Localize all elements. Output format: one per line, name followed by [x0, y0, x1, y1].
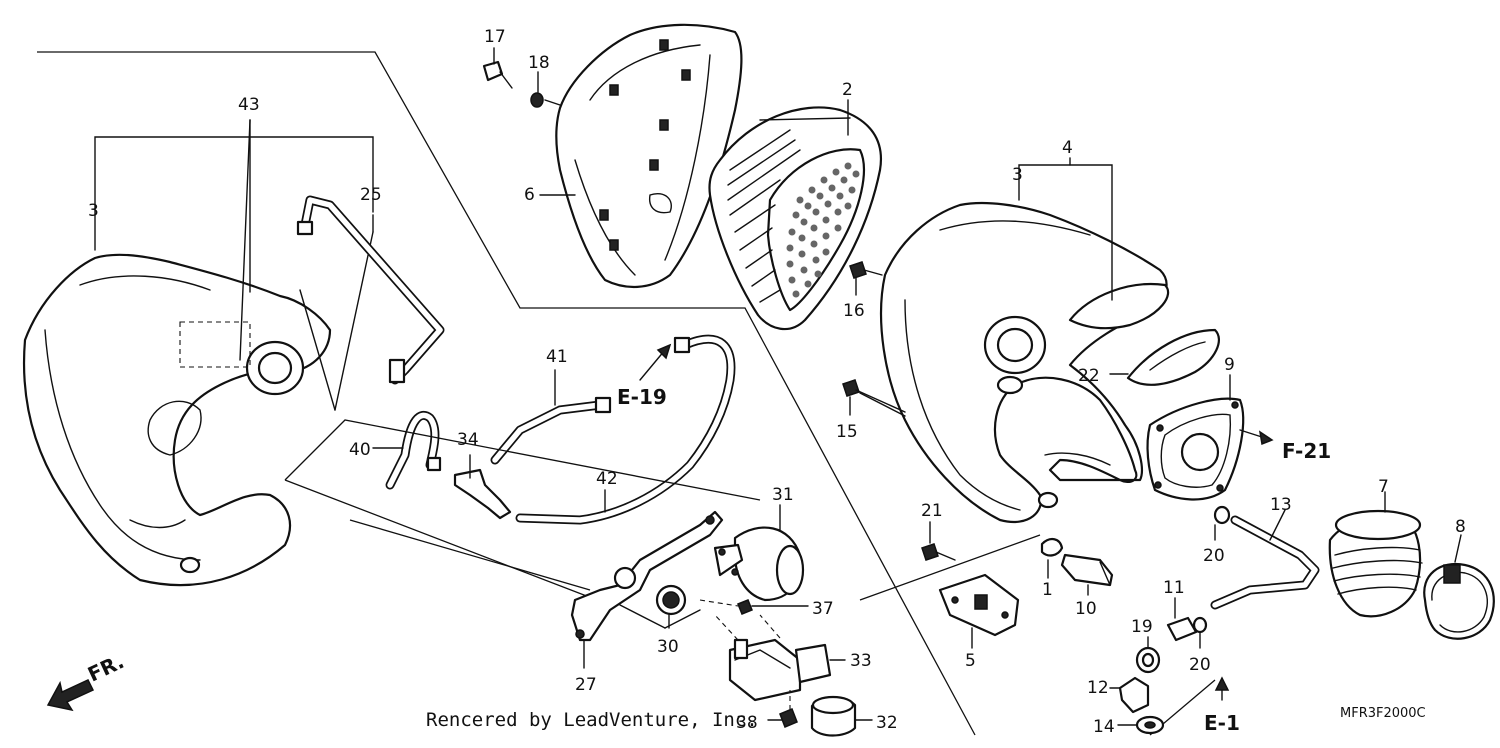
callout-label: 42 [596, 469, 618, 489]
callout-label: 14 [1093, 717, 1115, 737]
bolt-21: 21 [921, 501, 956, 561]
render-credit: Rencered by LeadVenture, Inc. [426, 709, 758, 731]
plate-9: 9 [1146, 355, 1245, 501]
callout-label: 8 [1455, 517, 1466, 537]
callout-label: 22 [1078, 366, 1100, 386]
callout-label: 27 [575, 675, 597, 695]
bolt-16: 16 [843, 261, 883, 321]
o-ring-19: 19 [1131, 617, 1161, 674]
filter-pleats [727, 117, 851, 303]
bracket-guides [284, 419, 761, 606]
bolt-17: 17 [482, 27, 513, 89]
tube-41-42: 41 42 [490, 334, 736, 525]
grommet-30: 30 [619, 584, 701, 657]
clip-14: 14 [1093, 715, 1165, 737]
diagram-code: MFR3F2000C [1340, 706, 1426, 721]
tube-13: 13 [1210, 495, 1320, 610]
bracket-27: 27 [570, 510, 724, 695]
callout-label: 31 [772, 485, 794, 505]
callout-label: 7 [1378, 477, 1389, 497]
callout-label: 20 [1189, 655, 1211, 675]
clamp-20-lower: 20 [1189, 616, 1211, 675]
callout-4: 4 3 [1012, 138, 1113, 301]
callout-label: 17 [484, 27, 506, 47]
callout-label: 34 [457, 430, 479, 450]
callout-label: 40 [349, 440, 371, 460]
cover-22: 22 [1078, 328, 1221, 386]
callout-2: 2 [842, 80, 853, 136]
callout-label: 9 [1224, 355, 1235, 375]
ref-e19: E-19 [617, 343, 672, 409]
solenoid-valve-31: 31 [713, 485, 805, 602]
callout-label: 30 [657, 637, 679, 657]
callout-label: 21 [921, 501, 943, 521]
left-air-cleaner-housing [22, 253, 332, 587]
callout-label: 12 [1087, 678, 1109, 698]
bolt-38: 38 [736, 690, 798, 733]
connecting-tube-7: 7 [1328, 477, 1423, 618]
callout-label: 18 [528, 53, 550, 73]
callout-label: 10 [1075, 599, 1097, 619]
callout-6: 6 [524, 185, 576, 205]
air-filter-element [708, 106, 883, 331]
cap-32: 32 [810, 695, 898, 737]
section-reference: F-21 [1282, 439, 1331, 463]
callout-label: 33 [850, 651, 872, 671]
callout-label: 20 [1203, 546, 1225, 566]
duct-10: 10 [1060, 553, 1114, 619]
tube-40: 40 [349, 411, 442, 490]
svg-text:FR.: FR. [84, 649, 128, 686]
clip-1: 1 [1040, 538, 1064, 600]
callout-label: 11 [1163, 578, 1185, 598]
callout-label: 41 [546, 347, 568, 367]
breather-tube [296, 195, 445, 385]
fitting-11: 11 [1163, 578, 1198, 642]
ref-e1: E-1 [1204, 676, 1240, 735]
callout-label: 5 [965, 651, 976, 671]
bolt-37: 37 [699, 599, 834, 619]
section-reference: E-1 [1204, 711, 1240, 735]
callout-label: 38 [736, 713, 758, 733]
bolt-15: 15 [836, 379, 906, 442]
cap-12: 12 [1087, 676, 1150, 714]
callout-label: 3 [88, 201, 99, 221]
callout-label: 6 [524, 185, 535, 205]
callout-label: 4 [1062, 138, 1073, 158]
clamp-band-8: 8 [1423, 517, 1495, 640]
right-air-cleaner-housing [880, 201, 1170, 523]
callout-label: 16 [843, 301, 865, 321]
callout-label: 15 [836, 422, 858, 442]
front-arrow: FR. [46, 649, 128, 712]
section-reference: E-19 [617, 385, 667, 409]
ref-f21: F-21 [1239, 429, 1331, 463]
callout-label: 43 [238, 95, 260, 115]
clamp-20-upper: 20 [1203, 505, 1231, 566]
callout-label: 25 [360, 185, 382, 205]
sensor-plate-5: 5 [938, 573, 1020, 671]
callout-43: 43 3 25 [88, 95, 382, 411]
callout-label: 37 [812, 599, 834, 619]
valve-33: 33 [714, 614, 872, 702]
callout-label: 13 [1270, 495, 1292, 515]
callout-label: 1 [1042, 580, 1053, 600]
washer-18: 18 [528, 53, 561, 108]
element-cover [555, 23, 743, 289]
callout-label: 3 [1012, 165, 1023, 185]
callout-label: 2 [842, 80, 853, 100]
callout-label: 32 [876, 713, 898, 733]
callout-label: 19 [1131, 617, 1153, 637]
